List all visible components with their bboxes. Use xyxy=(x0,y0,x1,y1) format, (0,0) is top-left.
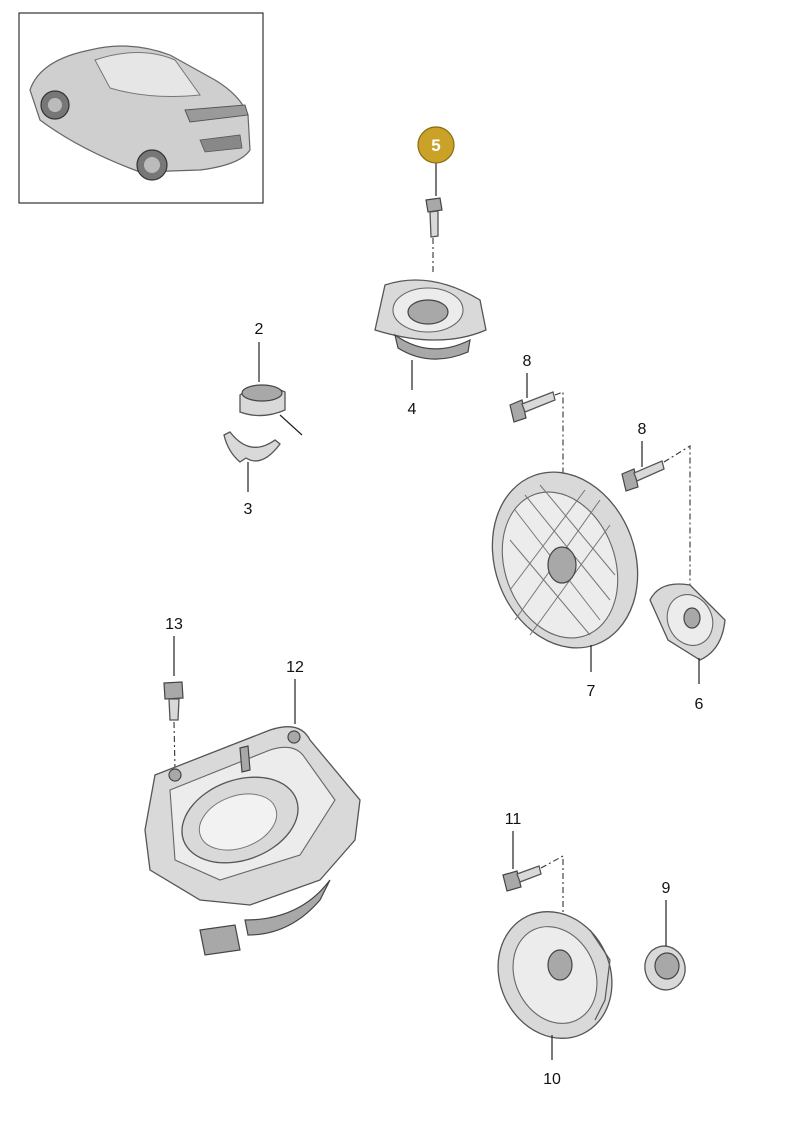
callout-3: 3 xyxy=(244,462,253,518)
part-9-tweeter[interactable] xyxy=(640,942,690,995)
svg-text:3: 3 xyxy=(244,501,253,518)
svg-text:8: 8 xyxy=(638,421,647,438)
part-10-speaker[interactable] xyxy=(478,893,633,1057)
svg-text:9: 9 xyxy=(662,880,671,897)
callout-13: 13 xyxy=(165,616,183,676)
part-3-bracket[interactable] xyxy=(223,431,281,463)
svg-text:8: 8 xyxy=(523,353,532,370)
car-illustration xyxy=(29,45,251,181)
svg-text:13: 13 xyxy=(165,616,183,633)
part-7-speaker-grille[interactable] xyxy=(468,451,661,668)
part-5-screw[interactable] xyxy=(425,197,443,272)
svg-text:12: 12 xyxy=(286,659,304,676)
callout-4: 4 xyxy=(408,360,417,418)
callout-8-upper: 8 xyxy=(523,353,532,398)
svg-text:2: 2 xyxy=(255,321,264,338)
callout-6: 6 xyxy=(695,658,704,713)
highlight-badge xyxy=(417,126,455,164)
vehicle-thumbnail[interactable] xyxy=(18,12,264,204)
callout-10: 10 xyxy=(543,1035,561,1088)
callout-12: 12 xyxy=(286,659,304,724)
part-13-screw[interactable] xyxy=(163,681,184,771)
callout-9: 9 xyxy=(662,880,671,946)
svg-text:7: 7 xyxy=(587,683,596,700)
svg-text:4: 4 xyxy=(408,401,417,418)
callout-5-badge[interactable]: 5 xyxy=(417,126,455,196)
svg-text:6: 6 xyxy=(695,696,704,713)
part-6-small-speaker[interactable] xyxy=(649,583,726,661)
part-12-subwoofer-housing[interactable] xyxy=(144,726,361,956)
part-4-speaker[interactable] xyxy=(374,279,487,360)
svg-text:10: 10 xyxy=(543,1071,561,1088)
callout-label: 5 xyxy=(431,136,440,155)
part-2-tweeter[interactable] xyxy=(239,384,303,436)
callout-7: 7 xyxy=(587,645,596,700)
part-8-screw-upper[interactable] xyxy=(509,391,564,490)
callout-2: 2 xyxy=(255,321,264,382)
callout-8-lower: 8 xyxy=(638,421,647,467)
callout-11: 11 xyxy=(505,811,522,869)
part-8-screw-lower[interactable] xyxy=(621,445,691,600)
svg-text:11: 11 xyxy=(505,811,522,828)
